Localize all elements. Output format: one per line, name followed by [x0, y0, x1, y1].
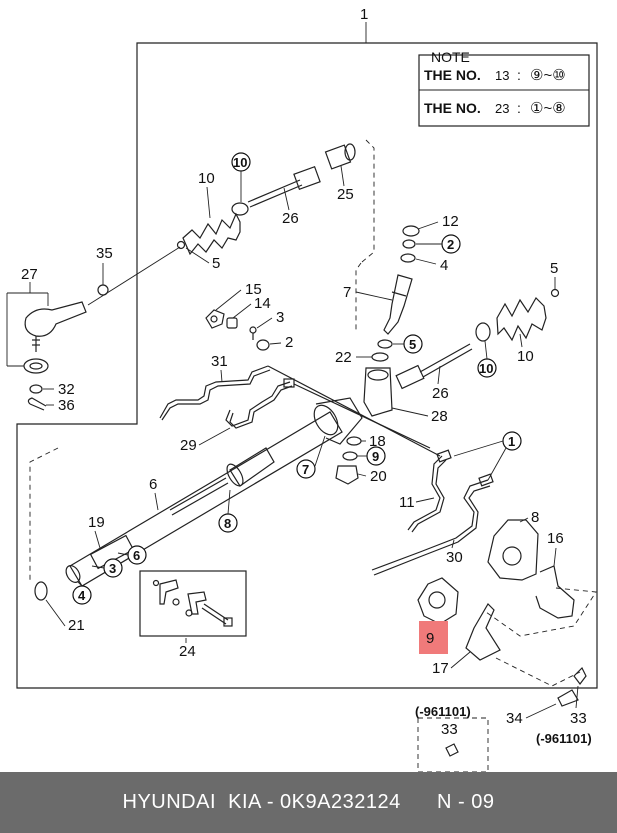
note-line1-num: 13	[495, 68, 509, 83]
label-26-right: 26	[432, 385, 449, 402]
label-25: 25	[337, 186, 354, 203]
footer-bar: HYUNDAI KIA - 0K9A232124 N - 09	[0, 772, 617, 833]
assembly-frame	[16, 42, 598, 689]
highlight-part-9[interactable]	[419, 621, 448, 654]
label-20: 20	[370, 468, 387, 485]
label-2-small: 2	[285, 334, 293, 351]
label-5-right: 5	[550, 260, 558, 277]
return-pipe-group	[371, 449, 494, 576]
label-18: 18	[369, 433, 386, 450]
note-header: NOTE	[431, 49, 470, 65]
label-7-pinion: 7	[343, 284, 351, 301]
note-line1-prefix: THE NO.	[424, 67, 481, 83]
label-16: 16	[547, 530, 564, 547]
label-2-pinion: 2	[447, 237, 454, 252]
label-10-ring-right: 10	[479, 361, 493, 376]
label-8-mount: 8	[531, 509, 539, 526]
note-line1-range: ⑨~⑩	[530, 67, 566, 84]
label-10-left: 10	[198, 170, 215, 187]
footer-text: HYUNDAI KIA - 0K9A232124 N - 09	[122, 791, 495, 813]
label-14: 14	[254, 295, 271, 312]
label-3-small: 3	[276, 309, 284, 326]
label-33-right: 33	[570, 710, 587, 727]
label-9-highlight: 9	[426, 630, 434, 647]
label-8-rack: 8	[224, 516, 231, 531]
label-30: 30	[446, 549, 463, 566]
label-36: 36	[58, 397, 75, 414]
label-3-end: 3	[109, 561, 116, 576]
label-22: 22	[335, 349, 352, 366]
tie-rod-end-group	[6, 282, 109, 411]
label-10-right: 10	[517, 348, 534, 365]
label-19: 19	[88, 514, 105, 531]
right-boot-group	[395, 288, 560, 390]
label-35: 35	[96, 245, 113, 262]
label-28: 28	[431, 408, 448, 425]
note-line2-colon: :	[517, 100, 521, 116]
range-upper: (-961101)	[415, 704, 471, 719]
label-10-ring-left: 10	[233, 155, 247, 170]
note-line2-num: 23	[495, 101, 509, 116]
label-26-left: 26	[282, 210, 299, 227]
label-1-circled: 1	[508, 434, 515, 449]
range-lower: (-961101)	[536, 731, 592, 746]
label-31: 31	[211, 353, 228, 370]
note-line2-prefix: THE NO.	[424, 100, 481, 116]
label-15: 15	[245, 281, 262, 298]
left-boot-group	[87, 139, 375, 306]
pinion-group	[355, 225, 420, 417]
label-7-rack: 7	[302, 462, 309, 477]
label-32: 32	[58, 381, 75, 398]
label-5-pinion: 5	[409, 337, 416, 352]
label-1-top: 1	[360, 6, 368, 23]
small-parts-group	[205, 309, 270, 351]
label-6-end: 6	[133, 548, 140, 563]
label-4-end: 4	[78, 588, 86, 603]
steering-gear-diagram: 1 NOTE THE NO. 13 : ⑨~⑩ THE NO. 23 : ①~⑧…	[6, 6, 598, 772]
label-21: 21	[68, 617, 85, 634]
note-box: NOTE THE NO. 13 : ⑨~⑩ THE NO. 23 : ①~⑧	[418, 49, 590, 127]
note-line2-range: ①~⑧	[530, 100, 566, 117]
pipes-group	[159, 365, 441, 457]
rack-housing	[34, 397, 363, 601]
clamp-box	[139, 570, 247, 637]
label-33-box: 33	[441, 721, 458, 738]
label-12: 12	[442, 213, 459, 230]
mount-group	[417, 519, 597, 707]
label-27: 27	[21, 266, 38, 283]
dashed-box-33	[417, 717, 489, 772]
clamp-group	[152, 579, 233, 627]
label-11: 11	[399, 494, 415, 511]
label-6: 6	[149, 476, 157, 493]
label-24: 24	[179, 643, 196, 660]
label-17: 17	[432, 660, 449, 677]
label-5-left: 5	[212, 255, 220, 272]
label-34: 34	[506, 710, 523, 727]
note-line1-colon: :	[517, 67, 521, 83]
label-4-pinion: 4	[440, 257, 448, 274]
label-9-cover: 9	[372, 449, 379, 464]
label-29: 29	[180, 437, 197, 454]
